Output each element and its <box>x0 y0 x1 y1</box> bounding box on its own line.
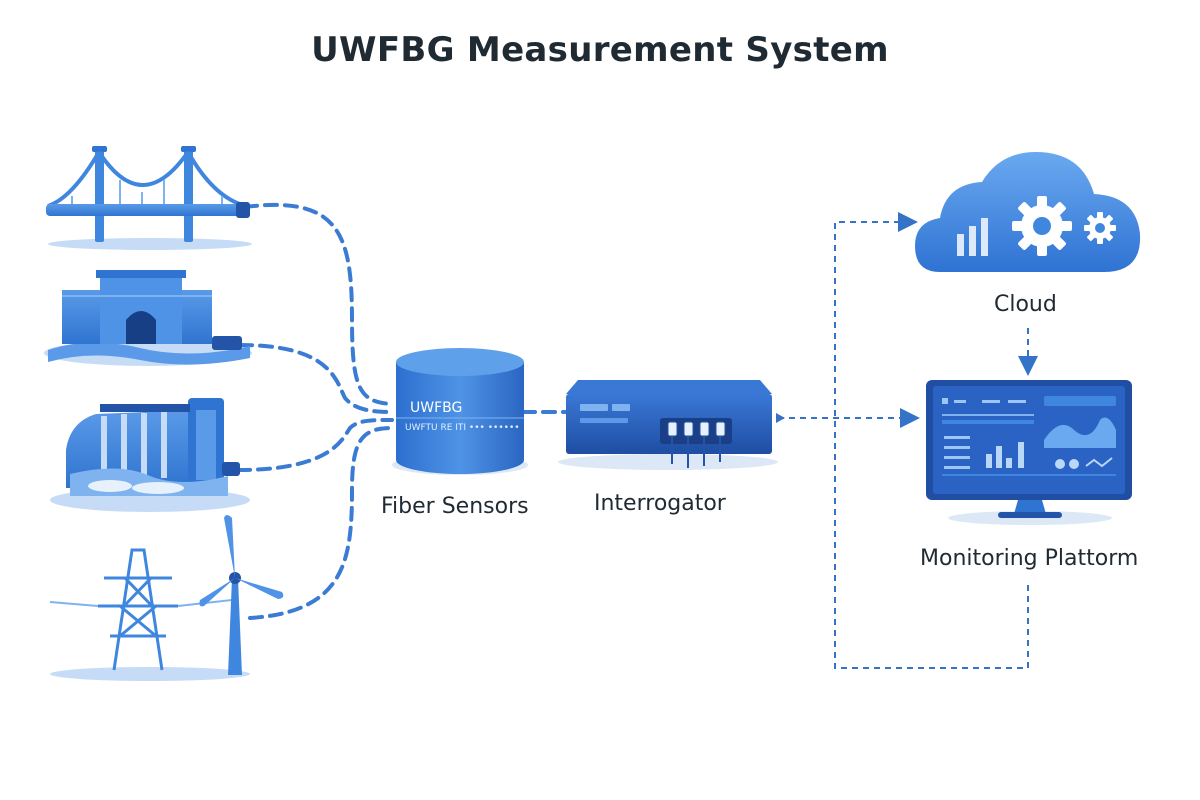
dam-icon <box>50 398 250 512</box>
wind-turbine-icon <box>199 515 284 675</box>
label-interrogator: Interrogator <box>594 491 726 516</box>
label-cloud: Cloud <box>994 292 1057 317</box>
connector-loop-to-cloud <box>834 212 1029 669</box>
connector-wind-to-sensors <box>248 426 394 620</box>
cloud-icon <box>915 152 1141 272</box>
drum-subtitle: UWFTU RE ITI ••• •••••• <box>405 423 520 433</box>
gear-icon <box>1012 196 1072 256</box>
diagram-title: UWFBG Measurement System <box>311 30 889 70</box>
connector-bridge-to-sensors <box>243 202 394 406</box>
connector-tunnel-to-sensors <box>238 343 394 414</box>
drum-title: UWFBG <box>410 400 462 416</box>
fiber-sensors-drum: UWFBG UWFTU RE ITI ••• •••••• <box>392 348 528 475</box>
arrow-left-icon <box>776 413 785 423</box>
label-monitoring-platform: Monitoring Plattorm <box>920 546 1139 571</box>
small-gear-icon <box>1084 212 1116 244</box>
chart-bars-icon <box>957 234 964 256</box>
monitor-icon <box>926 380 1132 525</box>
tunnel-icon <box>44 270 252 366</box>
interrogator-device <box>558 380 778 470</box>
bridge-icon <box>46 146 252 250</box>
power-tower-icon <box>49 548 250 681</box>
connector-dam-to-sensors <box>236 418 394 472</box>
label-fiber-sensors: Fiber Sensors <box>381 494 529 519</box>
